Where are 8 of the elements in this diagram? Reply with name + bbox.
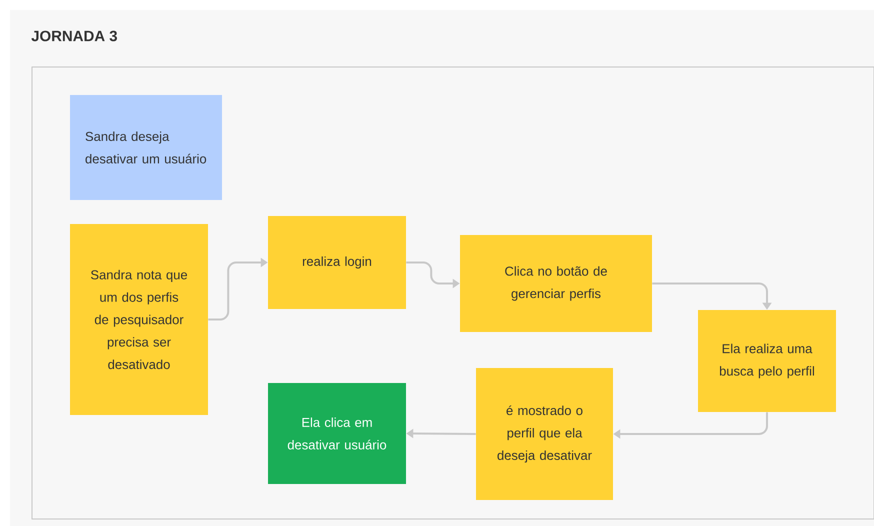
title: JORNADA 3 <box>31 30 117 42</box>
sticky-note: Sandra deseja desativar um usuário <box>70 95 222 200</box>
sticky-note: Clica no botão de gerenciar perfis <box>460 235 652 332</box>
sticky-note: Ela clica em desativar usuário <box>268 383 406 484</box>
sticky-note: Sandra nota que um dos perfis de pesquisador precisa ser desativado <box>70 224 208 415</box>
sticky-note: Ela realiza uma busca pelo perfil <box>698 310 836 412</box>
sticky-note: é mostrado o perfil que ela deseja desativar <box>476 368 613 500</box>
sticky-note: realiza login <box>268 216 406 309</box>
